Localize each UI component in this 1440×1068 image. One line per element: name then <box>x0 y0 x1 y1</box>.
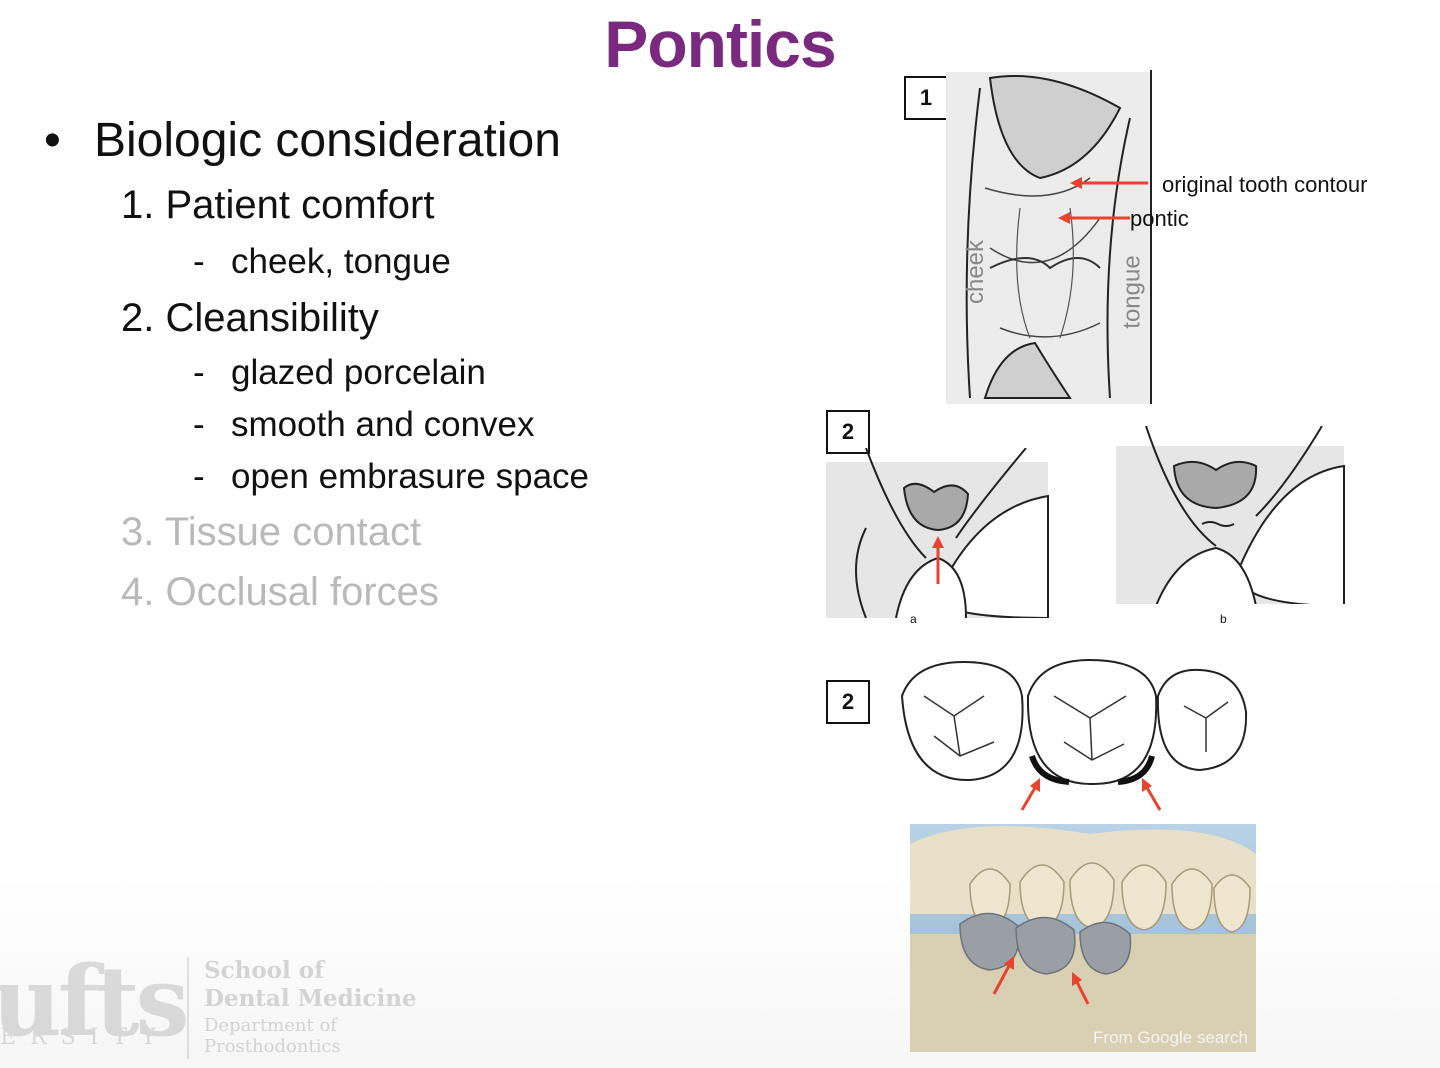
panel-label-b: b <box>1220 612 1227 626</box>
figure-2-embrasure: 2 a b <box>822 404 1352 644</box>
dental-cast-photo: From Google search <box>910 824 1256 1052</box>
cheek-label: cheek <box>962 239 990 305</box>
institution-logo: ufts ERSITY School of Dental Medicine De… <box>0 935 460 1068</box>
tooth-cross-section-drawing <box>946 70 1152 404</box>
figure-number: 2 <box>826 680 870 724</box>
embrasure-diagram-a <box>826 448 1049 618</box>
dental-cast-illustration <box>910 824 1256 1052</box>
item-occlusal-forces: 4. Occlusal forces <box>121 570 439 614</box>
bullet-dot: • <box>44 114 61 167</box>
logo-university: ERSITY <box>0 1025 170 1050</box>
logo-dept-line1: Department of <box>204 1015 337 1036</box>
figure-3-occlusal-view: 2 <box>822 656 1262 816</box>
item-patient-comfort: 1. Patient comfort <box>121 183 435 227</box>
pontic-label: pontic <box>1130 206 1189 231</box>
red-arrows <box>1058 177 1148 224</box>
logo-wordmark: ufts <box>0 945 189 1058</box>
photo-credit: From Google search <box>1093 1028 1248 1047</box>
item-cleansibility: 2. Cleansibility <box>121 296 379 340</box>
panel-label-a: a <box>910 612 917 626</box>
logo-dept-line2: Prosthodontics <box>204 1036 341 1057</box>
item-tissue-contact: 3. Tissue contact <box>121 510 422 554</box>
embrasure-diagram-b <box>1116 426 1345 604</box>
logo-divider <box>187 957 189 1059</box>
figure-number: 2 <box>826 410 870 454</box>
original-tooth-contour-label: original tooth contour <box>1162 172 1368 197</box>
logo-school-line1: School of <box>204 957 324 984</box>
occlusal-teeth-drawing <box>900 658 1248 811</box>
logo-school-line2: Dental Medicine <box>204 985 417 1012</box>
bullet-list: • Biologic consideration 1. Patient comf… <box>44 114 589 614</box>
figure-1-cross-section: 1 cheek tongue original tooth contour po… <box>900 68 1440 408</box>
slide-title: Pontics <box>604 7 836 81</box>
main-bullet-text: Biologic consideration <box>94 114 561 167</box>
